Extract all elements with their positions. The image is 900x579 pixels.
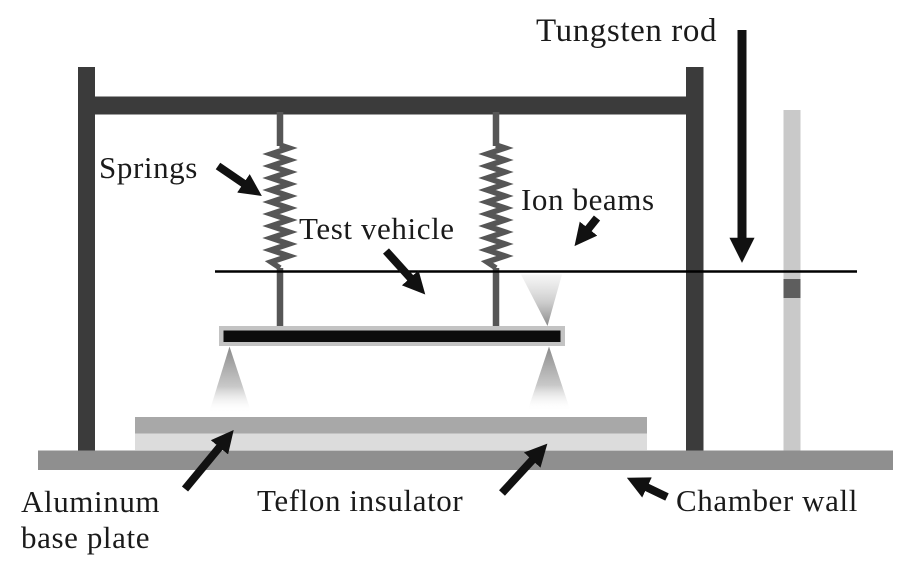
aluminum-base-plate-label: Aluminum base plate (21, 484, 160, 556)
right-spring-group (478, 112, 514, 327)
ion-beam-plume-top (521, 274, 562, 326)
chamber-wall-label: Chamber wall (676, 483, 858, 518)
ion-beams-label: Ion beams (521, 182, 655, 217)
tungsten-rod-label: Tungsten rod (536, 13, 718, 49)
chamber-wall-floor (38, 450, 893, 470)
aluminum-base-plate-label-line1: Aluminum (21, 484, 161, 519)
ion-beams-arrow (574, 215, 601, 247)
frame-top-bar (78, 96, 704, 115)
aluminum-base-plate-label-line2: base plate (21, 520, 151, 555)
test-vehicle-arrow (383, 248, 426, 295)
teflon-insulator-label: Teflon insulator (257, 483, 464, 518)
springs-label: Springs (99, 150, 198, 185)
rod-holder-clamp (783, 279, 801, 298)
frame-left-post (78, 67, 95, 452)
springs-arrow (215, 162, 262, 196)
test-vehicle-body (223, 330, 561, 342)
test-vehicle-label: Test vehicle (299, 211, 455, 246)
aluminum-base-plate-arrow (181, 430, 234, 492)
thruster-plume-left (209, 346, 252, 413)
thruster-plume-right (527, 346, 571, 411)
teflon-insulator-arrow (499, 443, 548, 496)
frame-right-post (686, 67, 704, 451)
aluminum-base-plate (135, 417, 647, 434)
right-spring (478, 142, 514, 271)
teflon-insulator-plate (135, 433, 647, 451)
chamber-wall-arrow (626, 477, 669, 501)
left-spring (262, 142, 298, 271)
